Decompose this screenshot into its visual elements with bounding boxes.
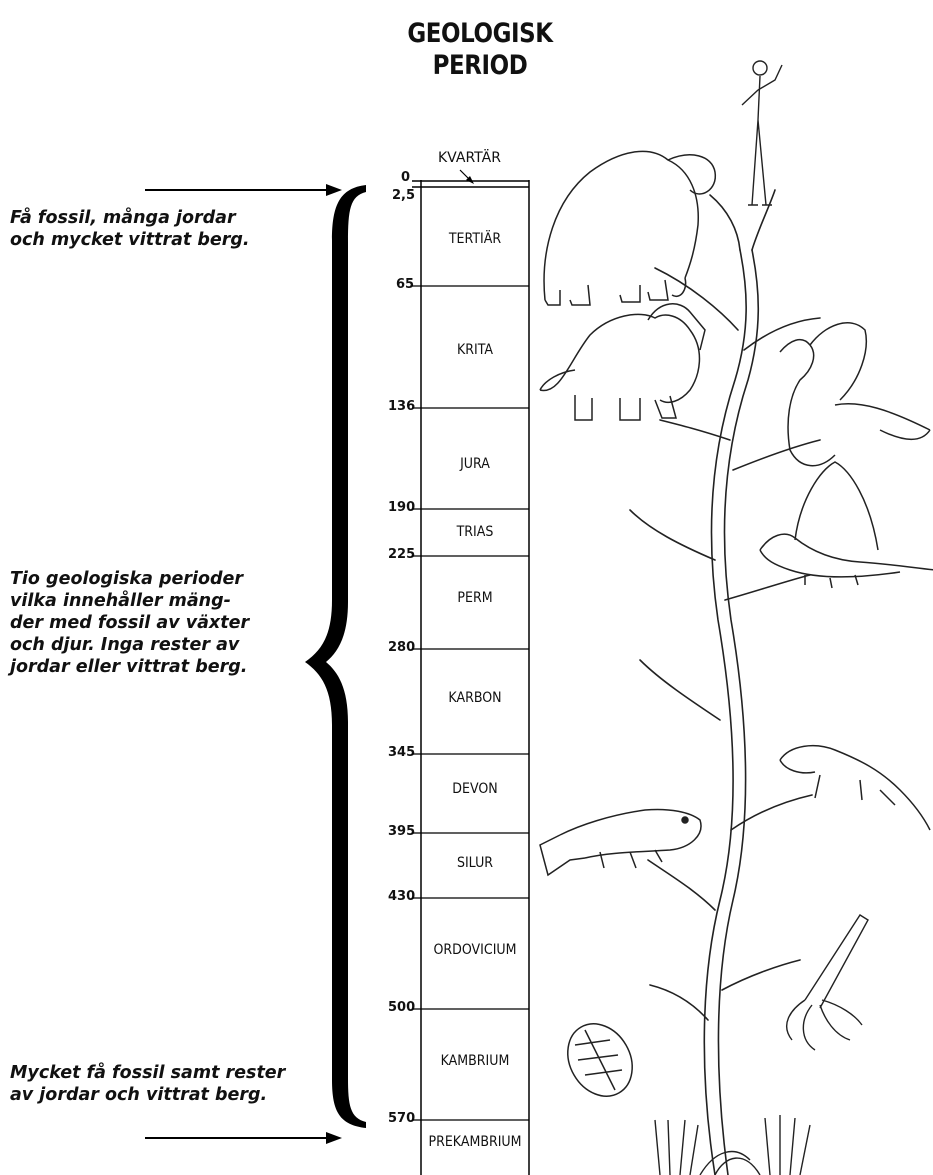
human-illustration: [742, 61, 782, 205]
evolution-tree: [630, 190, 820, 1175]
dimetrodon-illustration: [760, 462, 933, 588]
curly-brace: [305, 185, 366, 1128]
arrow-top: [145, 184, 342, 196]
sea-plants-illustration: [655, 1115, 810, 1175]
mammoth-illustration: [544, 151, 715, 305]
nautiloid-illustration: [787, 915, 868, 1050]
amphibian-illustration: [780, 746, 930, 830]
triceratops-illustration: [540, 304, 705, 420]
arrow-bottom: [145, 1132, 342, 1144]
trilobite-illustration: [555, 1012, 645, 1108]
period-column: [412, 170, 529, 1175]
fish-illustration: [540, 809, 701, 875]
